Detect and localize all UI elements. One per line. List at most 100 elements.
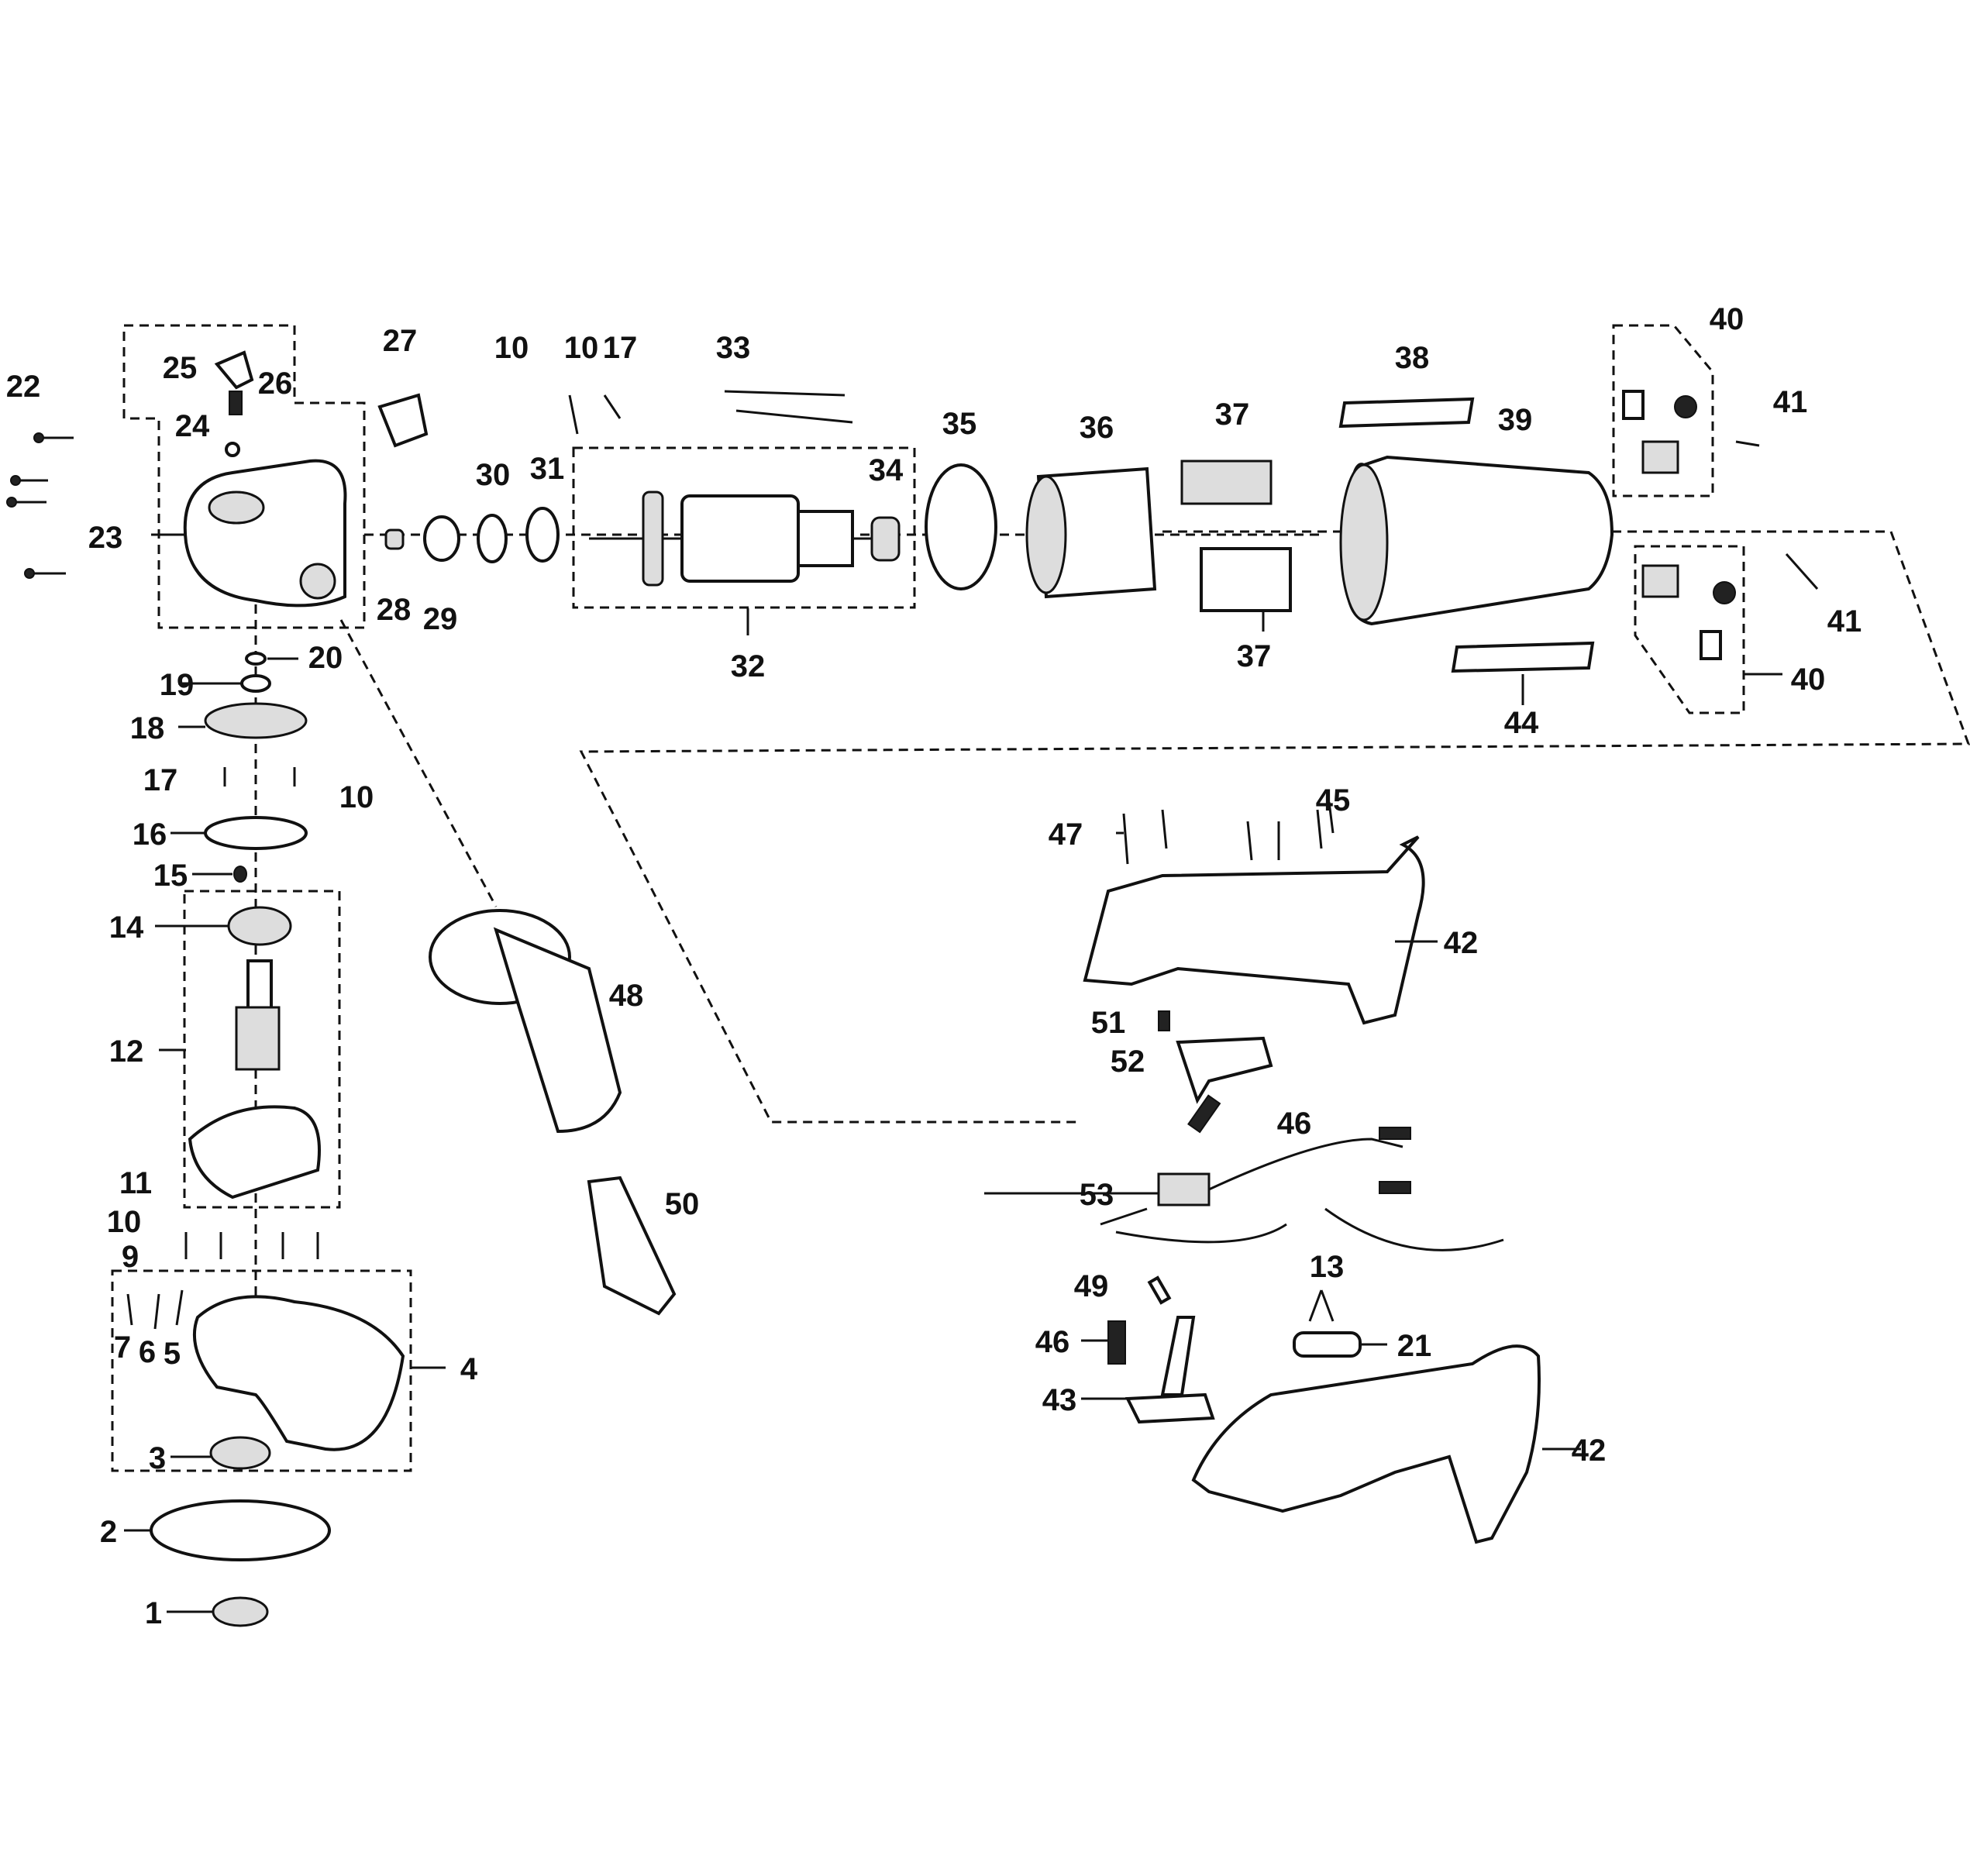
part-29 (423, 515, 460, 562)
label-37-bottom (1200, 547, 1292, 612)
part-label: 41 (1773, 385, 1808, 419)
screw-10-top (568, 394, 579, 435)
part-label: 28 (377, 593, 412, 627)
part-label: 21 (1397, 1329, 1432, 1363)
part-label: 46 (1035, 1325, 1070, 1359)
part-label: 24 (175, 409, 210, 443)
brush-group-lower-outline (1634, 545, 1745, 714)
ring-15 (233, 866, 247, 883)
part-label: 43 (1042, 1383, 1077, 1417)
switch-actuator-52 (1176, 1036, 1273, 1104)
part-label: 37 (1215, 398, 1250, 432)
brush-assembly-40-lower (1641, 564, 1736, 660)
part-label: 2 (100, 1515, 117, 1549)
pin-49 (1147, 1275, 1172, 1305)
lock-button-25 (214, 350, 254, 390)
screws-45-47 (1122, 801, 1335, 865)
part-label: 16 (133, 818, 167, 852)
part-label: 15 (153, 859, 188, 893)
part-label: 35 (942, 407, 977, 441)
part-label: 18 (130, 711, 165, 745)
part-label: 44 (1504, 706, 1539, 740)
link-13-arrows (1308, 1289, 1335, 1322)
part-label: 19 (160, 668, 195, 702)
part-label: 38 (1395, 341, 1430, 375)
field-36 (1025, 466, 1157, 599)
part-label: 5 (164, 1337, 181, 1371)
spring-46-upper (1187, 1094, 1221, 1134)
part-illustrations (6, 350, 1819, 1627)
label-37-top (1180, 460, 1273, 505)
part-label: 40 (1710, 302, 1744, 336)
part-label: 42 (1572, 1434, 1607, 1468)
part-label: 47 (1049, 818, 1083, 852)
part-label: 53 (1080, 1178, 1114, 1212)
switch-53 (1100, 1127, 1504, 1251)
part-31 (525, 507, 560, 563)
housing-half-42-lower (1191, 1344, 1541, 1544)
screw-17-top (603, 394, 622, 419)
part-label: 34 (869, 453, 904, 487)
wrench-50 (587, 1176, 677, 1316)
part-label: 48 (609, 979, 644, 1013)
part-label: 13 (1310, 1250, 1345, 1284)
part-label: 46 (1277, 1107, 1312, 1141)
spring-46-lower (1107, 1320, 1126, 1365)
washer-20 (245, 652, 267, 666)
brush-assembly-40-upper (1622, 390, 1697, 474)
baffle-35 (925, 463, 997, 590)
part-label: 52 (1111, 1045, 1145, 1079)
part-label: 39 (1498, 403, 1533, 437)
part-label: 11 (119, 1166, 152, 1200)
label-44 (1451, 641, 1595, 673)
part-label: 4 (460, 1352, 478, 1386)
part-label: 26 (258, 367, 293, 401)
brush-group-upper-outline (1612, 324, 1714, 497)
long-screw-33b (735, 409, 853, 424)
part-7 (126, 1293, 133, 1326)
part-label: 25 (163, 351, 198, 385)
part-label: 14 (109, 910, 144, 945)
part-label: 33 (716, 331, 751, 365)
screws-22 (6, 432, 74, 579)
part-label: 49 (1074, 1269, 1109, 1303)
part-30 (477, 514, 508, 563)
motor-housing-39 (1339, 455, 1614, 626)
housing-section-outline (579, 530, 1970, 1124)
part-label: 27 (383, 324, 418, 358)
part-label: 12 (109, 1034, 144, 1069)
ring-24 (225, 442, 240, 457)
spindle-12 (188, 959, 321, 1200)
part-label: 30 (476, 458, 511, 492)
part-label: 31 (530, 452, 565, 486)
part-label: 1 (145, 1596, 162, 1630)
leader-lines (124, 533, 1782, 1613)
part-label: 9 (122, 1240, 139, 1274)
part-label: 20 (308, 641, 343, 675)
part-label: 45 (1316, 783, 1351, 818)
handle-axis (339, 619, 498, 907)
bearing-14 (227, 906, 292, 946)
part-label: 7 (114, 1330, 131, 1365)
part-label: 51 (1091, 1006, 1126, 1040)
side-handle-48 (429, 909, 622, 1134)
part-label: 10 (107, 1205, 142, 1239)
part-label: 36 (1080, 411, 1114, 445)
part-5 (175, 1289, 184, 1326)
part-label: 6 (139, 1335, 156, 1369)
part-label: 10 (494, 331, 529, 365)
lock-spring-26 (229, 391, 243, 415)
part-label: 17 (603, 331, 638, 365)
plate-16 (204, 816, 308, 850)
washer-19 (240, 674, 271, 693)
gear-18 (204, 702, 308, 739)
part-number-labels: 1 2 3 4 5 6 7 9 10 10 10 10 11 12 13 14 … (6, 302, 1862, 1630)
part-6 (153, 1293, 160, 1330)
link-21 (1293, 1331, 1362, 1358)
long-screw-33a (724, 390, 846, 397)
part-27 (377, 393, 429, 448)
guard-4 (192, 1295, 405, 1451)
armature-group-outline (572, 446, 916, 609)
pin-51 (1158, 1010, 1170, 1031)
